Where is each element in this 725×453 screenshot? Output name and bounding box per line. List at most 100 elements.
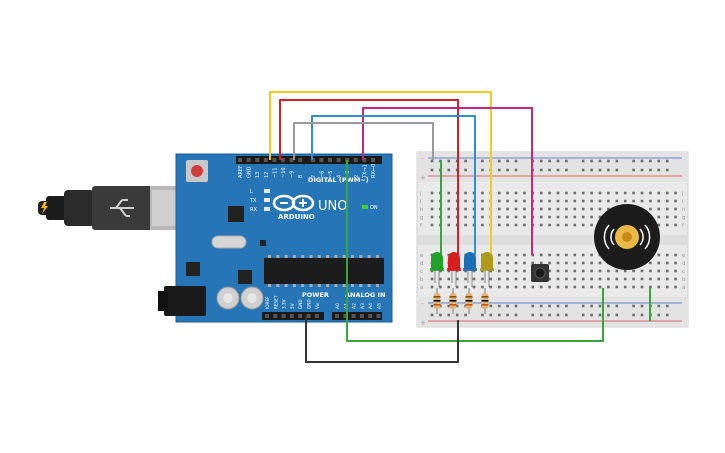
row-letter: d: [420, 261, 424, 267]
rail-hole: [615, 159, 619, 163]
resistors: [433, 288, 489, 314]
rail-hole: [455, 304, 459, 308]
breadboard-hole: [439, 277, 442, 281]
breadboard-hole: [548, 215, 551, 219]
breadboard-hole: [581, 223, 585, 227]
breadboard-hole: [523, 223, 526, 227]
breadboard-hole: [657, 207, 661, 211]
rail-hole: [598, 304, 602, 308]
chip-pin: [351, 255, 354, 258]
rail-hole: [481, 159, 484, 163]
row-letter: c: [682, 269, 685, 275]
rail-hole: [548, 304, 551, 308]
breadboard-hole: [632, 277, 635, 281]
breadboard-hole: [649, 207, 652, 211]
breadboard-hole: [565, 285, 568, 289]
breadboard-hole: [539, 223, 543, 227]
power-pin-hole: [306, 314, 311, 318]
chip-pin: [292, 284, 296, 287]
breadboard-hole: [556, 277, 560, 281]
resistor-band: [465, 296, 473, 298]
breadboard-hole: [523, 269, 526, 273]
breadboard-hole: [539, 285, 543, 289]
breadboard-hole: [632, 199, 635, 203]
breadboard-hole: [506, 191, 509, 195]
digital-pin-hole: [272, 158, 277, 162]
breadboard-hole: [581, 253, 585, 257]
breadboard-hole: [632, 269, 635, 273]
row-letter: b: [420, 277, 424, 283]
chip-pin: [309, 255, 313, 258]
digital-pin-label: GND: [247, 166, 253, 178]
rail-hole: [506, 313, 509, 317]
breadboard-hole: [632, 191, 635, 195]
breadboard-hole: [472, 285, 476, 289]
breadboard-hole: [615, 277, 619, 281]
on-label: ON: [370, 205, 378, 211]
row-letter: e: [420, 253, 424, 259]
row-letter: g: [420, 215, 424, 221]
digital-pin-hole: [246, 158, 251, 162]
digital-pin-label: 4: [337, 175, 343, 178]
breadboard-hole: [548, 277, 551, 281]
breadboard-hole: [430, 207, 434, 211]
breadboard-hole: [565, 269, 568, 273]
breadboard-hole: [447, 215, 451, 219]
breadboard-hole: [481, 215, 484, 219]
breadboard-hole: [615, 285, 619, 289]
analog-pin-hole: [368, 314, 373, 318]
breadboard-hole: [674, 277, 677, 281]
rail-hole: [506, 159, 509, 163]
breadboard-hole: [506, 223, 509, 227]
breadboard-hole: [447, 191, 451, 195]
breadboard-hole: [674, 285, 677, 289]
rail-hole: [607, 159, 610, 163]
yellow-led: [481, 252, 493, 270]
breadboard-hole: [556, 191, 560, 195]
rail-hole: [607, 304, 610, 308]
breadboard-hole: [598, 261, 602, 265]
led-rim: [447, 268, 461, 271]
breadboard-hole: [623, 277, 627, 281]
arduino-logo: [272, 194, 315, 212]
breadboard-hole: [615, 199, 619, 203]
breadboard-hole: [481, 207, 484, 211]
breadboard-hole: [665, 215, 669, 219]
breadboard-hole: [640, 191, 644, 195]
rail-hole: [581, 159, 585, 163]
breadboard-hole: [607, 285, 610, 289]
digital-pin-label: TX→1: [362, 164, 368, 179]
digital-pin-label: AREF: [238, 165, 244, 178]
digital-pin-label: 13: [255, 172, 261, 178]
led-rim: [430, 268, 444, 271]
pushbutton[interactable]: [531, 264, 549, 282]
breadboard-hole: [657, 261, 661, 265]
breadboard-hole: [556, 261, 560, 265]
resistor-band: [481, 296, 489, 298]
chip-pin: [268, 255, 271, 258]
rail-hole: [430, 313, 434, 317]
piezo-buzzer: [594, 204, 660, 270]
breadboard-hole: [573, 285, 577, 289]
breadboard-hole: [497, 285, 501, 289]
wire-red: [279, 99, 459, 255]
rail-minus-bottom: -: [421, 300, 424, 308]
chip-pin: [284, 255, 288, 258]
power-pin-hole: [289, 314, 294, 318]
wire-gray: [293, 122, 434, 160]
rail-hole: [665, 313, 669, 317]
rail-hole: [497, 313, 501, 317]
chip-pin: [359, 255, 363, 258]
analog-header-label: ANALOG IN: [345, 291, 385, 299]
row-letter: h: [420, 207, 424, 213]
breadboard-hole: [674, 223, 677, 227]
resistor-band: [481, 304, 489, 306]
breadboard-hole: [565, 199, 568, 203]
rail-hole: [640, 159, 644, 163]
wire-blue: [311, 115, 476, 255]
breadboard-hole: [489, 277, 493, 281]
rail-hole: [615, 304, 619, 308]
analog-pin-hole: [376, 314, 381, 318]
breadboard-hole: [497, 269, 501, 273]
